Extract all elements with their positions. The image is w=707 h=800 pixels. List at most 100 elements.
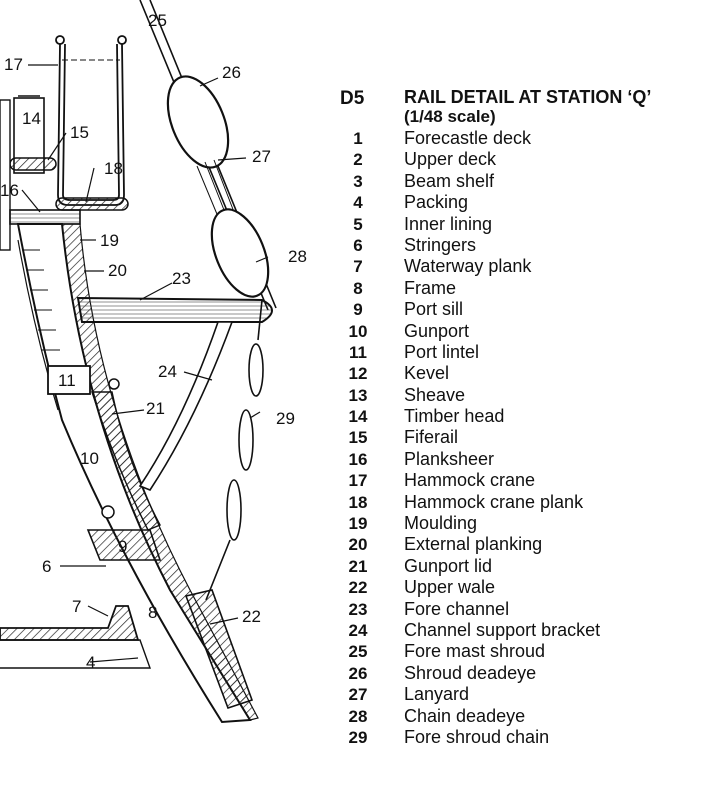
legend-item-number: 19	[348, 514, 368, 534]
legend-item-number: 6	[353, 235, 363, 255]
callout-11: 11	[58, 371, 76, 390]
callout-10: 10	[80, 449, 99, 468]
legend-item-label: Upper wale	[404, 577, 496, 598]
rail-detail-drawing: 25 26 17 14 15 27 18 16 19 28 20 23 24 1…	[0, 0, 307, 724]
callout-14: 14	[22, 109, 41, 128]
legend-item: 11 Port lintel	[340, 342, 705, 363]
callout-29: 29	[276, 409, 295, 428]
legend-item-label: Timber head	[404, 406, 505, 427]
legend-item-number: 24	[348, 620, 368, 640]
legend-item-label: Hammock crane plank	[404, 491, 584, 512]
legend-item-number: 17	[348, 471, 368, 491]
legend-item-label: Waterway plank	[404, 256, 532, 277]
leader-lines	[21, 64, 269, 663]
legend-item-label: Fore channel	[404, 598, 510, 619]
callout-25: 25	[148, 11, 167, 30]
legend-item: 23 Fore channel	[340, 599, 705, 620]
legend-item-number: 14	[348, 407, 368, 427]
callout-23: 23	[172, 269, 191, 288]
legend-item-number: 28	[348, 706, 368, 726]
legend-item-number: 2	[353, 150, 363, 170]
legend-item-label: Forecastle deck	[404, 128, 532, 148]
callout-26: 26	[222, 63, 241, 82]
legend-item: 26 Shroud deadeye	[340, 663, 705, 684]
callout-22: 22	[242, 607, 261, 626]
legend-item-number: 1	[353, 129, 363, 148]
legend-item: 1 Forecastle deck	[340, 128, 705, 149]
legend-item-label: Shroud deadeye	[404, 662, 537, 683]
callout-8: 8	[148, 603, 157, 622]
legend-item-number: 23	[348, 599, 368, 619]
upper-wale	[184, 589, 254, 710]
legend-item-label: Gunport	[404, 320, 470, 341]
callout-6: 6	[42, 557, 51, 576]
channel-support-bracket	[138, 321, 234, 491]
legend-item-label: Fiferail	[404, 427, 459, 448]
legend: D5 RAIL DETAIL AT STATION ‘Q’ (1/48 scal…	[340, 88, 705, 748]
legend-item-label: Port sill	[404, 299, 464, 320]
callout-27: 27	[252, 147, 271, 166]
callout-4: 4	[86, 653, 95, 672]
lanyard	[196, 159, 235, 220]
legend-item-label: Frame	[404, 277, 457, 298]
legend-item-number: 29	[348, 727, 368, 747]
legend-item: 9 Port sill	[340, 299, 705, 320]
callout-7: 7	[72, 597, 81, 616]
callout-21: 21	[146, 399, 165, 418]
port-lintel	[47, 365, 91, 395]
fore-shroud-chain	[205, 299, 264, 601]
legend-item-number: 25	[348, 642, 368, 662]
callout-17: 17	[4, 55, 23, 74]
legend-item-label: Beam shelf	[404, 170, 495, 191]
port-sill	[86, 529, 162, 561]
legend-item-label: Fore shroud chain	[404, 726, 550, 747]
hammock-crane-plank	[55, 197, 129, 211]
legend-item-label: Sheave	[404, 384, 466, 405]
legend-item-label: Port lintel	[404, 341, 480, 362]
legend-item-number: 16	[348, 449, 368, 469]
legend-item-number: 15	[348, 428, 368, 448]
gunport-lid	[91, 378, 161, 531]
legend-item-number: 27	[348, 685, 368, 705]
legend-item-number: 21	[348, 556, 368, 576]
legend-item: 6 Stringers	[340, 235, 705, 256]
legend-item: 15 Fiferail	[340, 427, 705, 448]
legend-header: D5 RAIL DETAIL AT STATION ‘Q’ (1/48 scal…	[340, 88, 705, 127]
legend-item: 21 Gunport lid	[340, 556, 705, 577]
legend-item-number: 7	[353, 257, 363, 277]
legend-item-label: Gunport lid	[404, 555, 493, 576]
legend-item-label: Hammock crane	[404, 470, 536, 491]
legend-scale: (1/48 scale)	[404, 107, 496, 126]
callout-15: 15	[70, 123, 89, 142]
legend-item: 14 Timber head	[340, 406, 705, 427]
callout-20: 20	[108, 261, 127, 280]
legend-item-number: 26	[348, 663, 368, 683]
callout-16: 16	[0, 181, 19, 200]
legend-item-label: Stringers	[404, 234, 477, 255]
legend-title: RAIL DETAIL AT STATION ‘Q’ (1/48 scale)	[404, 88, 651, 127]
legend-item-number: 9	[353, 300, 363, 320]
callout-labels: 25 26 17 14 15 27 18 16 19 28 20 23 24 1…	[0, 11, 307, 672]
legend-item-number: 20	[348, 535, 368, 555]
fore-channel	[76, 296, 273, 323]
planksheer	[9, 209, 81, 225]
legend-item: 7 Waterway plank	[340, 256, 705, 277]
legend-item-label: External planking	[404, 534, 543, 555]
legend-item-number: 11	[349, 342, 367, 362]
legend-item-label: Inner lining	[404, 213, 493, 234]
